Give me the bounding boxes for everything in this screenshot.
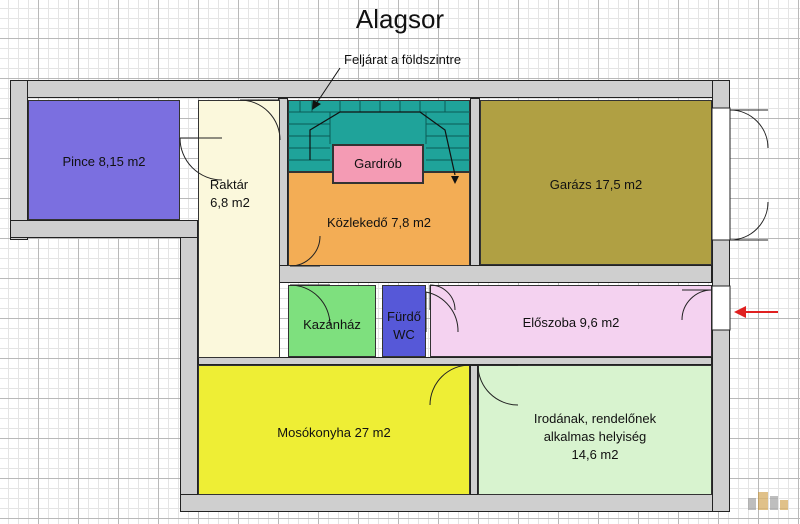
- label-mosokonyha: Mosókonyha 27 m2: [277, 425, 391, 440]
- label-iroda-1: Irodának, rendelőnek: [533, 411, 657, 426]
- label-iroda-3: 14,6 m2: [571, 447, 619, 462]
- label-raktar-2: 6,8 m2: [210, 195, 250, 210]
- divider-wall-2: [470, 98, 480, 266]
- label-gardrob: Gardrób: [354, 156, 402, 171]
- room-kazanhaz: [288, 285, 376, 357]
- label-raktar-1: Raktár: [209, 177, 249, 192]
- label-eloszoba: Előszoba 9,6 m2: [522, 315, 620, 330]
- label-furdo-1: Fürdő: [387, 309, 421, 324]
- room-pince: [28, 100, 180, 220]
- callout-arrow-line: [315, 67, 341, 105]
- room-raktar: [198, 100, 280, 358]
- room-mosokonyha: [198, 365, 470, 495]
- room-eloszoba: [430, 285, 712, 357]
- pince-bottom-wall: [10, 220, 198, 238]
- label-kazanhaz: Kazánház: [303, 317, 361, 332]
- room-garazs: [480, 100, 712, 265]
- stair-callout: Feljárat a földszintre: [344, 52, 462, 67]
- garage-opening: [711, 107, 731, 241]
- room-iroda: [478, 365, 712, 495]
- label-kozlekedo: Közlekedő 7,8 m2: [326, 215, 432, 230]
- label-iroda-2: alkalmas helyiség: [543, 429, 647, 444]
- room-furdo: [382, 285, 426, 357]
- label-furdo-2: WC: [393, 327, 415, 342]
- outer-wall-left: [10, 80, 28, 240]
- stair-walkline: [309, 111, 456, 176]
- callout-arrowhead: [312, 100, 321, 110]
- stair-down-arrow: [451, 176, 459, 184]
- label-pince: Pince 8,15 m2: [62, 154, 146, 169]
- plan-title: Alagsor: [355, 4, 445, 34]
- doors: [179, 99, 769, 406]
- entry-opening: [711, 285, 731, 331]
- label-garazs: Garázs 17,5 m2: [549, 177, 643, 192]
- lower-wall: [198, 357, 712, 365]
- divider-wall-3: [470, 365, 478, 495]
- entry-arrowhead: [734, 306, 746, 318]
- room-gardrob: [332, 144, 424, 184]
